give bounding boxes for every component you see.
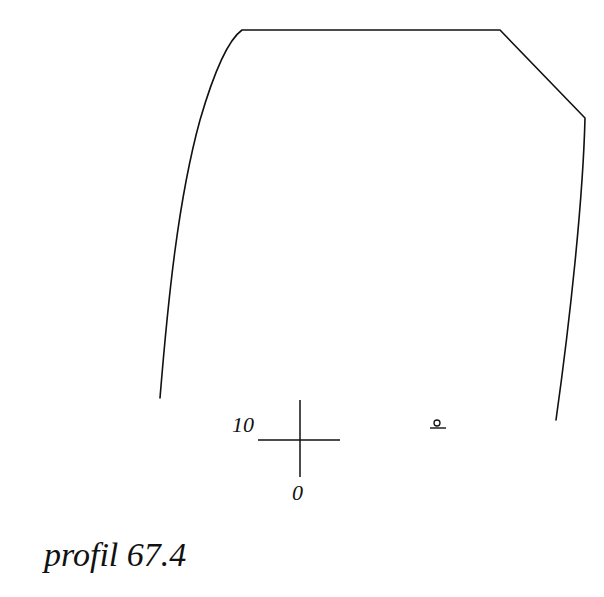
profile-caption: profil 67.4	[44, 538, 186, 572]
axis-vertical	[299, 400, 301, 477]
scale-origin: 0	[292, 482, 303, 504]
small-mark	[430, 420, 446, 428]
axis-horizontal	[258, 439, 340, 441]
profile-outline	[160, 30, 585, 420]
scale-mark: 10	[232, 414, 254, 436]
